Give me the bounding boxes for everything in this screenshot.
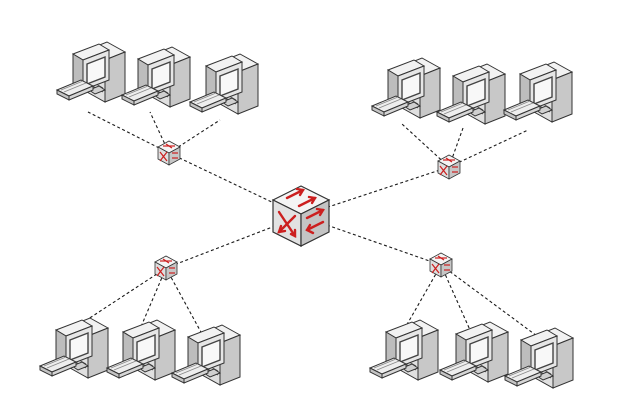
switch-icon <box>429 252 453 278</box>
link-switch-bottom-right-pc-br-3 <box>440 264 538 337</box>
desktop-computer-icon <box>369 319 439 381</box>
desktop-computer-icon <box>503 61 573 123</box>
link-switch-bottom-left-pc-bl-3 <box>165 267 203 335</box>
desktop-computer-icon <box>121 46 191 108</box>
desktop-computer-icon <box>439 321 509 383</box>
core-switch-icon <box>271 184 331 248</box>
link-switch-bottom-left-pc-bl-1 <box>75 267 167 328</box>
switch-icon <box>154 255 178 281</box>
link-switch-top-left-pc-tl-1 <box>87 111 170 154</box>
desktop-computer-icon <box>56 41 126 103</box>
desktop-computer-icon <box>436 63 506 125</box>
link-switch-bottom-right-pc-br-1 <box>404 264 442 329</box>
link-switch-top-left-pc-tl-3 <box>168 119 221 154</box>
desktop-computer-icon <box>39 317 109 379</box>
desktop-computer-icon <box>504 327 574 389</box>
link-switch-top-right-pc-tr-3 <box>448 129 529 168</box>
desktop-computer-icon <box>106 319 176 381</box>
desktop-computer-icon <box>189 53 259 115</box>
switch-icon <box>157 140 181 166</box>
switch-icon <box>437 154 461 180</box>
link-switch-bottom-left-pc-bl-2 <box>139 267 167 330</box>
desktop-computer-icon <box>371 57 441 119</box>
link-switch-bottom-right-pc-br-2 <box>440 264 471 331</box>
link-core-switch-top-right <box>300 166 450 217</box>
network-nodes <box>39 41 574 389</box>
desktop-computer-icon <box>171 324 241 386</box>
